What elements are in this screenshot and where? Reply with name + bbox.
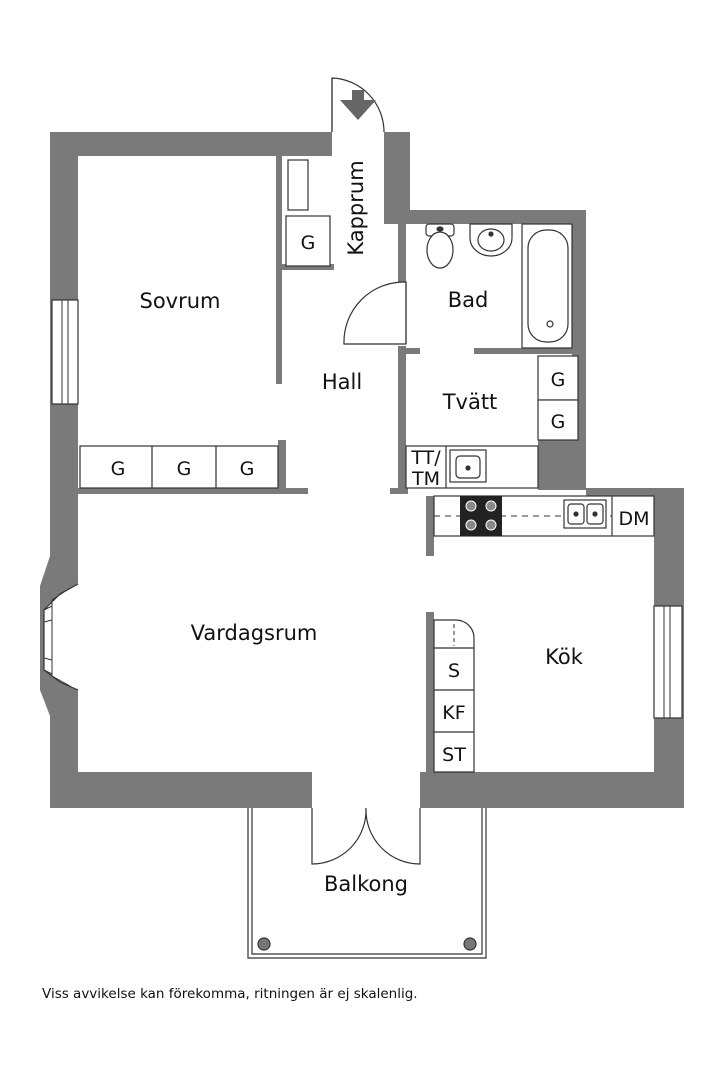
windows [40,299,683,719]
tvatt-cabinets [537,355,579,441]
kapprum-wardrobe-label: G [301,232,316,254]
utility-sink-icon [449,449,487,483]
room-label-kok: Kök [545,645,584,669]
fridge-freezer-label: KF [442,702,465,724]
interior-walls [78,156,574,774]
sovrum-wardrobe-label-3: G [240,458,255,480]
kitchen-tall-units [433,619,475,773]
balcony [247,808,487,959]
disclaimer-text: Viss avvikelse kan förekomma, ritningen … [42,986,418,1002]
room-label-kapprum: Kapprum [344,160,368,255]
room-label-vardagsrum: Vardagsrum [191,621,318,645]
sovrum-wardrobe-label-1: G [111,458,126,480]
bathroom-door[interactable] [343,281,407,345]
washing-machine-label: TM [411,468,440,490]
entrance-door[interactable] [331,77,385,133]
stove-unit-label: S [448,660,460,682]
room-label-balkong: Balkong [324,872,408,896]
tumble-dryer-label: TT/ [410,447,441,469]
room-label-bad: Bad [448,288,489,312]
room-label-tvatt: Tvätt [442,390,498,414]
walls [50,132,684,808]
room-label-sovrum: Sovrum [139,289,220,313]
sovrum-wardrobe-label-2: G [177,458,192,480]
balcony-doors[interactable] [311,807,421,865]
dishwasher-label: DM [618,508,649,530]
stove-icon [460,496,502,536]
storage-label: ST [442,744,466,766]
toilet-icon [425,223,455,269]
kapprum-closet [285,159,331,267]
sink-icon [469,223,513,257]
bathtub-icon [521,223,573,349]
tvatt-cabinet-label-1: G [551,369,566,391]
room-label-hall: Hall [322,370,362,394]
tvatt-cabinet-label-2: G [551,411,566,433]
entrance-arrow-icon [340,90,376,120]
sovrum-wardrobes [79,445,279,489]
kitchen-sink-icon [563,499,607,529]
